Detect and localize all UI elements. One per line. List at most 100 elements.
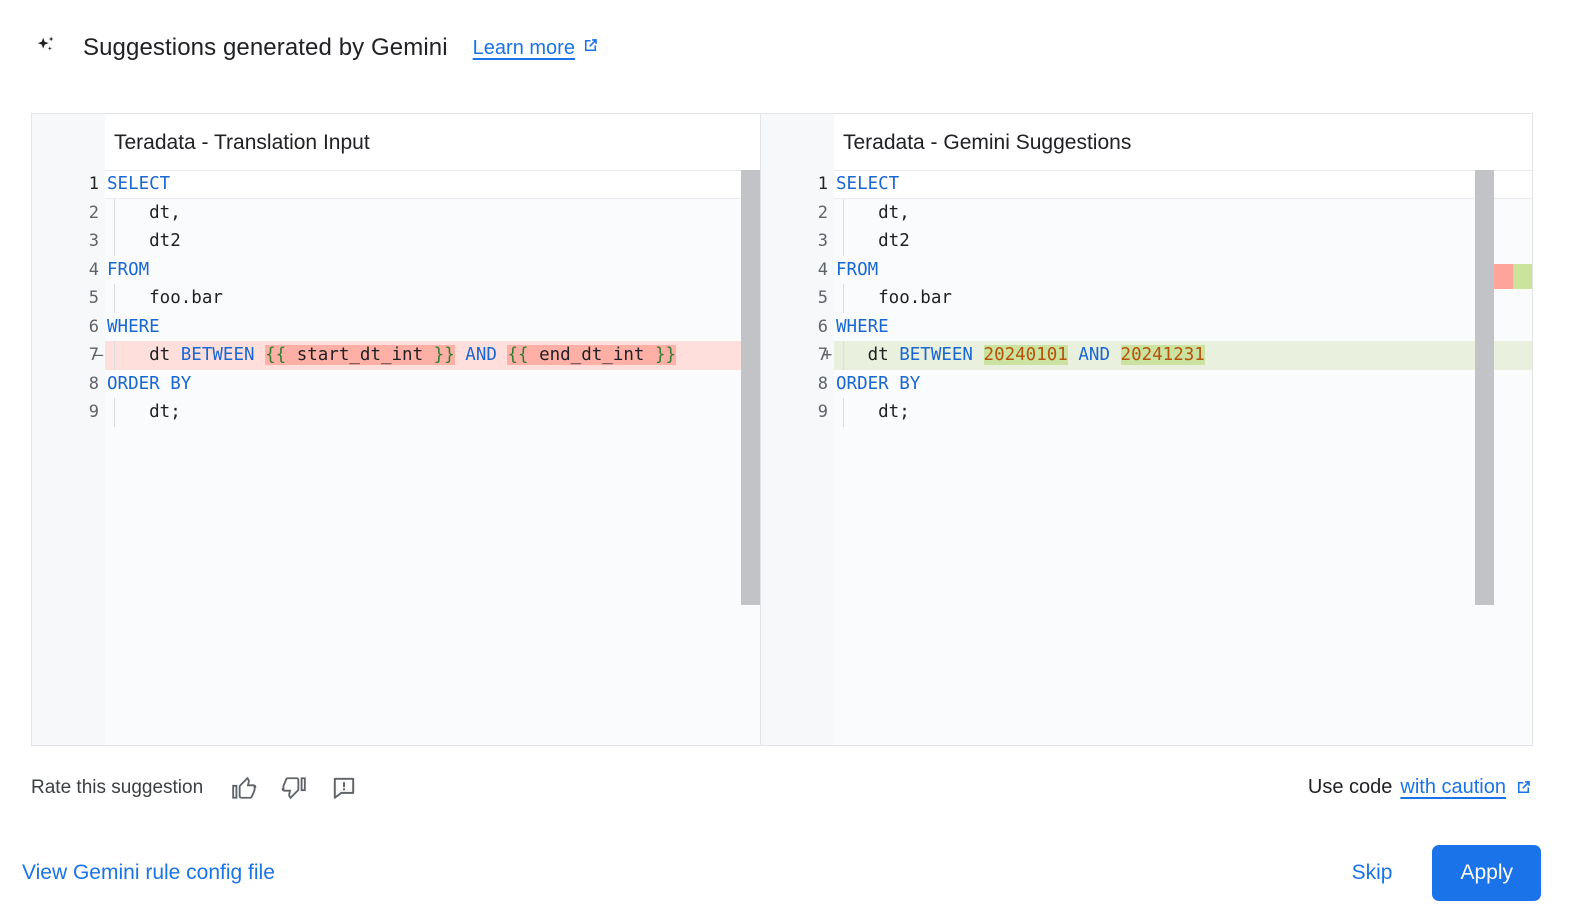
- code-token: foo.bar: [107, 288, 223, 308]
- gutter-spacer: [32, 114, 105, 170]
- code-token: 20240101: [983, 345, 1068, 365]
- code-line[interactable]: dt;: [105, 398, 760, 427]
- code-line[interactable]: WHERE: [834, 313, 1532, 342]
- indent-guide: [843, 198, 844, 227]
- line-number: 7+: [761, 341, 834, 370]
- panel-footer: View Gemini rule config file Skip Apply: [0, 824, 1572, 922]
- code-token: FROM: [836, 259, 879, 280]
- code-token: [1068, 345, 1079, 365]
- overview-added-marker: [1513, 264, 1532, 289]
- code-line[interactable]: dt,: [105, 198, 760, 227]
- code-token: BETWEEN: [899, 345, 973, 365]
- view-gemini-rule-config-link[interactable]: View Gemini rule config file: [22, 861, 275, 884]
- indent-guide: [114, 227, 115, 256]
- code-line[interactable]: dt,: [834, 198, 1532, 227]
- code-line[interactable]: dt;: [834, 398, 1532, 427]
- diff-remove-marker: —: [93, 345, 104, 365]
- code-token: AND: [465, 345, 497, 365]
- line-number: 9: [817, 402, 828, 422]
- indent-guide: [114, 198, 115, 227]
- code-token: [973, 345, 984, 365]
- code-token: [497, 345, 508, 365]
- gutter-spacer: [761, 114, 834, 170]
- code-token: dt2: [107, 231, 181, 251]
- code-token: WHERE: [107, 316, 160, 337]
- code-token: [255, 345, 266, 365]
- code-token: dt,: [836, 202, 910, 223]
- code-token: ORDER BY: [107, 373, 192, 394]
- pane-title-suggestions: Teradata - Gemini Suggestions: [843, 130, 1132, 154]
- feedback-row: Rate this suggestion: [31, 765, 1533, 810]
- indent-guide: [843, 284, 844, 313]
- code-token: {{ end_dt_int }}: [507, 345, 677, 365]
- code-token: [1110, 345, 1121, 365]
- indent-guide: [843, 227, 844, 256]
- code-line[interactable]: ORDER BY: [834, 370, 1532, 399]
- vertical-scrollbar-input[interactable]: [741, 170, 760, 605]
- indent-guide: [114, 398, 115, 427]
- indent-guide: [843, 341, 844, 370]
- code-line[interactable]: SELECT: [105, 170, 760, 199]
- with-caution-link[interactable]: with caution: [1400, 776, 1506, 798]
- code-token: FROM: [107, 259, 150, 280]
- code-line[interactable]: FROM: [105, 256, 760, 285]
- code-token: BETWEEN: [180, 345, 255, 365]
- code-line[interactable]: ORDER BY: [105, 370, 760, 399]
- code-line[interactable]: dt BETWEEN {{ start_dt_int }} AND {{ end…: [105, 341, 760, 370]
- diff-overview-ruler[interactable]: [1494, 170, 1532, 745]
- apply-button[interactable]: Apply: [1432, 845, 1541, 901]
- line-number: 8: [88, 373, 99, 394]
- indent-guide: [114, 341, 115, 370]
- code-line[interactable]: FROM: [834, 256, 1532, 285]
- line-number: 1: [817, 174, 828, 194]
- skip-button[interactable]: Skip: [1334, 849, 1411, 897]
- code-text: start_dt_int: [286, 345, 434, 365]
- code-token: dt;: [836, 402, 910, 422]
- code-line[interactable]: dt2: [834, 227, 1532, 256]
- line-number: 6: [88, 316, 99, 337]
- template-brace: {{: [265, 345, 287, 365]
- indent-guide: [114, 284, 115, 313]
- line-number: 6: [817, 316, 828, 337]
- code-token: dt,: [107, 202, 181, 223]
- line-number: 1: [88, 174, 99, 194]
- code-line[interactable]: dt BETWEEN 20240101 AND 20241231: [834, 341, 1532, 370]
- code-line[interactable]: foo.bar: [105, 284, 760, 313]
- code-token: WHERE: [836, 316, 889, 337]
- code-line[interactable]: dt2: [105, 227, 760, 256]
- footer-actions: Skip Apply: [1334, 845, 1541, 901]
- code-line[interactable]: SELECT: [834, 170, 1532, 199]
- line-number: 5: [817, 288, 828, 308]
- code-token: dt;: [107, 402, 181, 422]
- code-token: ORDER BY: [836, 373, 921, 394]
- use-code-caution: Use code with caution: [1308, 776, 1533, 799]
- template-brace: }}: [654, 345, 677, 365]
- line-number: 5: [88, 288, 99, 308]
- code-line[interactable]: WHERE: [105, 313, 760, 342]
- line-number: 8: [817, 373, 828, 394]
- report-feedback-icon[interactable]: [329, 773, 359, 803]
- rate-label: Rate this suggestion: [31, 776, 204, 798]
- sparkle-icon: [31, 33, 61, 63]
- external-link-icon: [1514, 778, 1533, 797]
- thumb-down-icon[interactable]: [279, 773, 309, 803]
- line-number: 3: [88, 231, 99, 251]
- vertical-scrollbar-suggestions[interactable]: [1475, 170, 1494, 605]
- indent-guide: [843, 398, 844, 427]
- line-number: 2: [88, 202, 99, 223]
- code-token: {{ start_dt_int }}: [265, 345, 455, 365]
- learn-more-link[interactable]: Learn more: [473, 36, 600, 61]
- line-number: 3: [817, 231, 828, 251]
- code-token: dt: [836, 345, 900, 365]
- thumb-up-icon[interactable]: [229, 773, 259, 803]
- overview-removed-marker: [1494, 264, 1513, 289]
- code-line[interactable]: foo.bar: [834, 284, 1532, 313]
